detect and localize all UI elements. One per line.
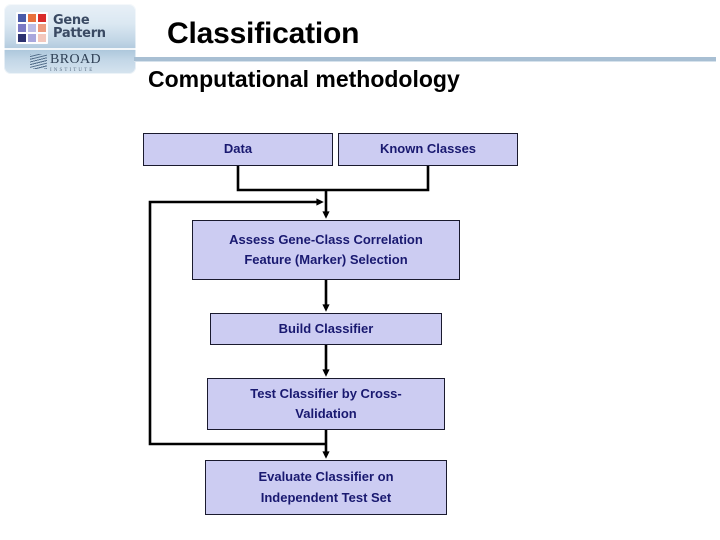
broad-wordmark: BROAD INSTITUTE xyxy=(50,52,102,74)
flow-node-data-line-1: Data xyxy=(223,141,253,157)
grid-cell-9 xyxy=(37,33,46,42)
flow-node-build-classifier[interactable]: Build Classifier xyxy=(210,313,442,345)
flow-node-evaluate-line-1: Evaluate Classifier on xyxy=(258,469,394,485)
flow-node-known-classes-line-1: Known Classes xyxy=(379,141,477,157)
genepattern-broad-logo-panel: Gene Pattern BROAD INSTITUTE xyxy=(4,4,136,74)
logo-panel-divider xyxy=(4,48,136,50)
flow-node-test-line-1: Test Classifier by Cross- xyxy=(250,385,402,401)
title-divider-rule xyxy=(134,57,716,61)
grid-cell-2 xyxy=(27,14,37,23)
grid-cell-8 xyxy=(27,33,37,42)
edge-data-to-junction xyxy=(236,166,326,192)
title-divider-rule-shadow xyxy=(134,61,716,62)
logo-pattern-word: Pattern xyxy=(53,26,106,41)
broad-institute-text: INSTITUTE xyxy=(50,68,95,73)
grid-cell-5 xyxy=(27,23,37,33)
flow-node-evaluate-classifier[interactable]: Evaluate Classifier on Independent Test … xyxy=(205,460,447,515)
grid-cell-7 xyxy=(18,33,27,42)
flow-node-build-line-1: Build Classifier xyxy=(278,320,374,336)
flow-node-assess-line-1: Assess Gene-Class Correlation xyxy=(229,231,423,247)
grid-cell-3 xyxy=(37,14,46,23)
broad-institute-logo: BROAD INSTITUTE xyxy=(30,53,101,73)
flow-node-evaluate-line-2: Independent Test Set xyxy=(260,489,392,505)
flow-node-data[interactable]: Data xyxy=(143,133,333,166)
genepattern-wordmark: Gene Pattern xyxy=(53,15,106,40)
flow-node-assess-line-2: Feature (Marker) Selection xyxy=(244,252,408,267)
page-title: Classification xyxy=(167,17,360,50)
edge-known-to-junction xyxy=(326,166,430,192)
grid-cell-4 xyxy=(18,23,27,33)
broad-wave-icon xyxy=(30,54,47,69)
genepattern-logo: Gene Pattern xyxy=(16,10,128,46)
flow-node-test-classifier[interactable]: Test Classifier by Cross- Validation xyxy=(207,378,445,430)
grid-cell-1 xyxy=(18,14,27,23)
flow-node-assess-correlation[interactable]: Assess Gene-Class Correlation Feature (M… xyxy=(192,220,460,280)
grid-cell-6 xyxy=(37,23,46,33)
logo-gene-word: Gene xyxy=(53,13,90,29)
broad-name-text: BROAD xyxy=(50,52,102,67)
page-subtitle: Computational methodology xyxy=(148,66,460,92)
flow-node-test-line-2: Validation xyxy=(295,406,357,421)
genepattern-grid-icon xyxy=(16,12,48,44)
flow-node-known-classes[interactable]: Known Classes xyxy=(338,133,518,166)
